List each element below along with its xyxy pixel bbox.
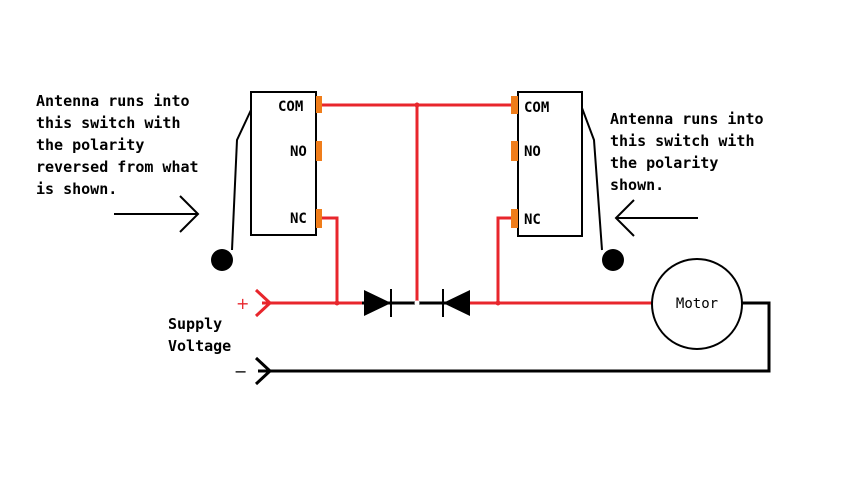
diode-center-node bbox=[414, 300, 420, 306]
supply-positive-terminal: + bbox=[236, 288, 273, 318]
positive-wiring bbox=[262, 103, 652, 305]
right-note-line-1: Antenna runs into bbox=[610, 110, 764, 128]
right-switch-com-label: COM bbox=[524, 100, 549, 116]
right-switch-lever bbox=[581, 107, 624, 271]
left-note-line-4: reversed from what bbox=[36, 158, 199, 176]
right-switch-no-pin bbox=[511, 141, 518, 161]
left-note: Antenna runs into this switch with the p… bbox=[36, 92, 199, 198]
left-note-line-2: this switch with bbox=[36, 114, 181, 132]
return-wiring bbox=[258, 301, 771, 373]
right-note: Antenna runs into this switch with the p… bbox=[610, 110, 764, 194]
right-switch-nc-label: NC bbox=[524, 212, 541, 228]
left-diode bbox=[364, 290, 391, 316]
right-nc-wire bbox=[496, 216, 511, 303]
left-note-line-1: Antenna runs into bbox=[36, 92, 190, 110]
left-note-line-3: the polarity bbox=[36, 136, 144, 154]
supply-negative-terminal: − bbox=[234, 356, 273, 386]
supply-minus-sign: − bbox=[234, 362, 247, 381]
supply-label-line-2: Voltage bbox=[168, 337, 231, 355]
right-switch-body bbox=[517, 91, 583, 237]
diode-pair bbox=[362, 289, 498, 317]
right-switch-com-pin bbox=[511, 96, 518, 114]
left-switch-no-label: NO bbox=[290, 144, 307, 160]
left-switch-com-label: COM bbox=[278, 99, 303, 115]
supply-label-line-1: Supply bbox=[168, 315, 222, 333]
right-note-line-2: this switch with bbox=[610, 132, 755, 150]
motor: Motor bbox=[651, 258, 743, 350]
left-nc-wire bbox=[322, 216, 339, 303]
left-note-line-5: is shown. bbox=[36, 180, 117, 198]
right-arrow bbox=[614, 199, 698, 237]
left-switch-body bbox=[250, 91, 317, 236]
motor-label: Motor bbox=[676, 296, 718, 312]
left-switch-lever bbox=[211, 109, 252, 271]
right-switch-no-label: NO bbox=[524, 144, 541, 160]
left-arrow bbox=[114, 195, 200, 233]
left-switch-nc-pin bbox=[316, 209, 322, 228]
left-switch-com-pin bbox=[316, 96, 322, 113]
junction-dots bbox=[334, 102, 501, 306]
right-diode bbox=[443, 290, 470, 316]
right-switch-nc-pin bbox=[511, 209, 518, 228]
left-switch-nc-label: NC bbox=[290, 211, 307, 227]
right-note-line-4: shown. bbox=[610, 176, 664, 194]
left-switch-no-pin bbox=[316, 141, 322, 161]
right-note-line-3: the polarity bbox=[610, 154, 718, 172]
supply-plus-sign: + bbox=[236, 294, 249, 313]
